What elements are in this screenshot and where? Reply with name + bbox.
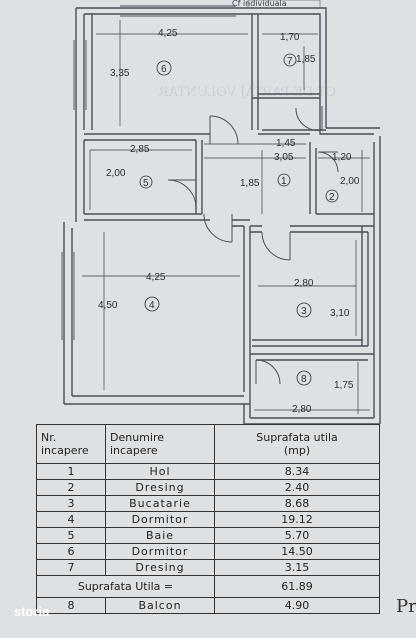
room-number-8: 8 xyxy=(301,374,307,385)
dim-room7-height: 1,85 xyxy=(296,54,316,65)
room-number-6: 6 xyxy=(161,64,167,75)
dim-room7-width: 1,70 xyxy=(280,32,300,43)
room-number-1: 1 xyxy=(281,176,287,187)
edge-text: Pr xyxy=(396,596,416,617)
dim-room3-height: 3,10 xyxy=(330,308,350,319)
header-text: Cf individuala xyxy=(232,0,287,8)
room-number-5: 5 xyxy=(143,178,149,189)
dim-room2-height: 2,00 xyxy=(340,176,360,187)
dim-hall-width-a: 1,45 xyxy=(276,138,296,149)
room-number-4: 4 xyxy=(149,300,155,311)
dim-hall-width-b: 3,05 xyxy=(274,152,294,163)
dim-room3-width: 2,80 xyxy=(294,278,314,289)
dim-room5-width: 2,85 xyxy=(130,144,150,155)
room-number-7: 7 xyxy=(287,56,293,67)
room-number-3: 3 xyxy=(301,306,307,317)
watermark-logo: storia xyxy=(14,604,50,619)
dim-room4-height: 4,50 xyxy=(98,300,118,311)
svg-text:CT DE PARTAJ VOLUNTAR: CT DE PARTAJ VOLUNTAR xyxy=(158,85,336,100)
dim-room8-height: 1,75 xyxy=(334,380,354,391)
dim-room5-height: 2,00 xyxy=(106,168,126,179)
dim-hall-height: 1,85 xyxy=(240,178,260,189)
table-header-row: Nr. incapere Denumire incapere Suprafata… xyxy=(36,424,380,464)
dim-room6-height: 3,35 xyxy=(110,68,130,79)
header-area: Suprafata utila (mp) xyxy=(214,424,380,464)
header-nr: Nr. incapere xyxy=(36,424,106,464)
dim-room4-width: 4,25 xyxy=(146,272,166,283)
header-name: Denumire incapere xyxy=(105,424,215,464)
total-value: 61.89 xyxy=(214,575,380,598)
room-number-2: 2 xyxy=(329,192,335,203)
total-label: Suprafata Utila = xyxy=(36,575,215,598)
total-row: Suprafata Utila = 61.89 xyxy=(36,575,380,598)
dim-room8-width: 2,80 xyxy=(292,404,312,415)
dim-room2-width: 1,20 xyxy=(332,152,352,163)
area-table: Nr. incapere Denumire incapere Suprafata… xyxy=(36,424,380,614)
dim-room6-width: 4,25 xyxy=(158,28,178,39)
balcony-row: 8 Balcon 4.90 xyxy=(36,597,380,614)
